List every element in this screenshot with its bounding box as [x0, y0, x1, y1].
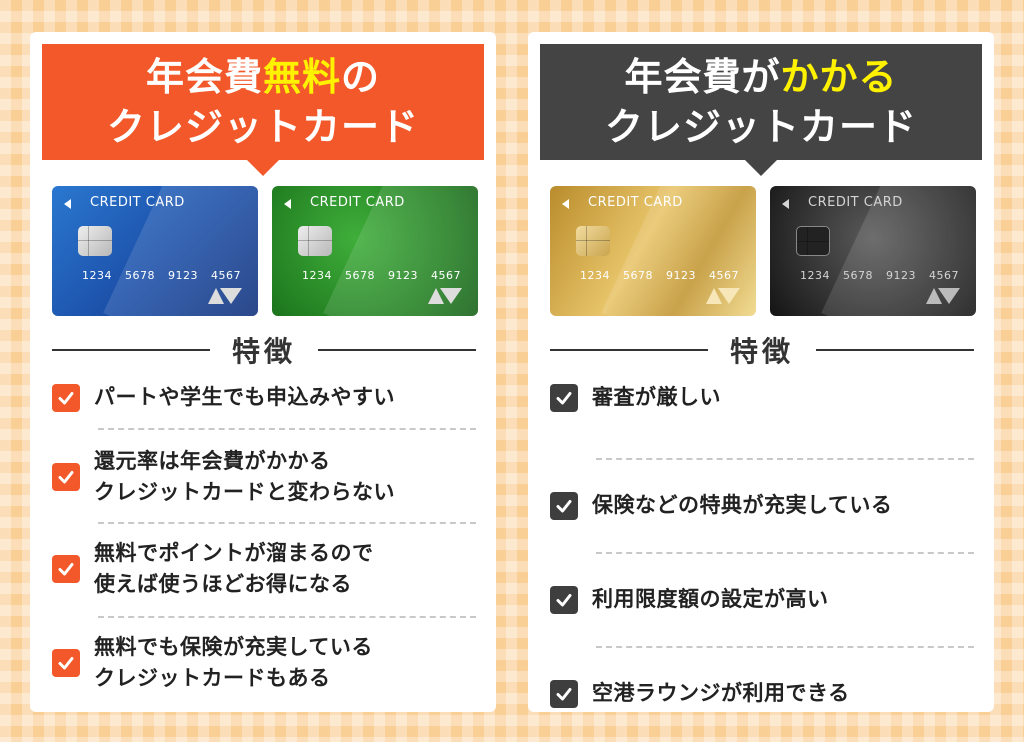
heading-rule [52, 349, 210, 351]
feature-item: パートや学生でも申込みやすい [52, 382, 476, 413]
card-arrow-icon [782, 199, 789, 209]
feature-item: 審査が厳しい [550, 382, 974, 413]
card-number: 1234 5678 9123 4567 [302, 269, 461, 282]
heading-rule [550, 349, 708, 351]
card-images: CREDIT CARD 1234 5678 9123 4567 CREDIT C… [550, 186, 976, 318]
card-brand-logo-icon [428, 288, 462, 304]
banner-text: 年会費が [624, 55, 781, 99]
feature-text: 利用限度額の設定が高い [592, 587, 829, 611]
card-number: 1234 5678 9123 4567 [580, 269, 739, 282]
checkbox-checked-icon [550, 383, 578, 412]
checkbox-checked-icon [52, 649, 80, 677]
banner-highlight: 無料 [262, 55, 341, 99]
banner-line-1: 年会費無料の [146, 52, 380, 102]
heading-rule [816, 349, 975, 351]
paid-card-banner: 年会費がかかる クレジットカード [540, 44, 982, 176]
checkbox-checked-icon [550, 679, 578, 708]
card-arrow-icon [64, 199, 71, 209]
banner-text: 年会費 [145, 55, 263, 99]
paid-card-panel: 年会費がかかる クレジットカード CREDIT CARD 1234 5678 9… [528, 32, 994, 712]
banner-line-2: クレジットカード [604, 105, 917, 149]
credit-card-image-green: CREDIT CARD 1234 5678 9123 4567 [272, 186, 478, 316]
feature-text: 空港ラウンジが利用できる [592, 681, 850, 705]
features-heading: 特徴 [550, 332, 975, 368]
card-number: 1234 5678 9123 4567 [82, 269, 241, 282]
card-title: CREDIT CARD [808, 195, 903, 210]
feature-item: 無料でも保険が充実しているクレジットカードもある [52, 632, 476, 694]
feature-text: 無料でも保険が充実しているクレジットカードもある [94, 635, 373, 690]
card-images: CREDIT CARD 1234 5678 9123 4567 CREDIT C… [52, 186, 478, 318]
dashed-divider [98, 616, 476, 618]
feature-text: 還元率は年会費がかかるクレジットカードと変わらない [94, 449, 395, 504]
card-brand-logo-icon [926, 288, 960, 304]
card-brand-logo-icon [706, 288, 740, 304]
feature-text: 保険などの特典が充実している [592, 493, 893, 517]
checkbox-checked-icon [550, 585, 578, 614]
checkbox-checked-icon [52, 383, 80, 412]
feature-text: 審査が厳しい [592, 385, 721, 409]
dashed-divider [98, 522, 476, 524]
feature-text: 無料でポイントが溜まるので使えば使うほどお得になる [94, 541, 374, 596]
card-arrow-icon [562, 199, 569, 209]
features-title: 特徴 [232, 335, 297, 368]
card-chip-icon [298, 226, 332, 256]
banner-line-2: クレジットカード [106, 105, 419, 149]
free-card-panel: 年会費無料の クレジットカード CREDIT CARD 1234 5678 91… [30, 32, 496, 712]
card-chip-icon [78, 226, 112, 256]
card-arrow-icon [284, 199, 291, 209]
feature-text: パートや学生でも申込みやすい [94, 385, 395, 409]
credit-card-image-black: CREDIT CARD 1234 5678 9123 4567 [770, 186, 976, 316]
feature-item: 無料でポイントが溜まるので使えば使うほどお得になる [52, 538, 476, 600]
card-number: 1234 5678 9123 4567 [800, 269, 959, 282]
credit-card-image-gold: CREDIT CARD 1234 5678 9123 4567 [550, 186, 756, 316]
checkbox-checked-icon [550, 491, 578, 520]
heading-rule [318, 349, 477, 351]
banner-highlight: かかる [780, 55, 898, 99]
checkbox-checked-icon [52, 555, 80, 583]
banner-line-1: 年会費がかかる [624, 52, 897, 102]
features-title: 特徴 [730, 335, 795, 368]
dashed-divider [596, 552, 974, 554]
card-brand-logo-icon [208, 288, 242, 304]
card-title: CREDIT CARD [90, 195, 185, 210]
dashed-divider [596, 646, 974, 648]
free-card-banner: 年会費無料の クレジットカード [42, 44, 484, 176]
card-title: CREDIT CARD [310, 195, 405, 210]
dashed-divider [596, 458, 974, 460]
credit-card-image-blue: CREDIT CARD 1234 5678 9123 4567 [52, 186, 258, 316]
features-heading: 特徴 [52, 332, 477, 368]
card-title: CREDIT CARD [588, 195, 683, 210]
feature-item: 利用限度額の設定が高い [550, 584, 974, 615]
checkbox-checked-icon [52, 463, 80, 491]
feature-item: 空港ラウンジが利用できる [550, 678, 974, 709]
feature-item: 保険などの特典が充実している [550, 490, 974, 521]
dashed-divider [98, 428, 476, 430]
card-chip-icon [796, 226, 830, 256]
feature-item: 還元率は年会費がかかるクレジットカードと変わらない [52, 446, 476, 508]
card-chip-icon [576, 226, 610, 256]
banner-text: の [341, 55, 381, 99]
